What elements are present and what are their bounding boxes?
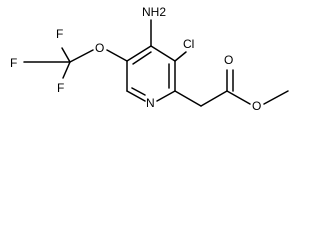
bond-cf3-f3	[62, 61, 71, 79]
atom-label-f2: F	[10, 56, 17, 70]
bond-carbonyl-o-ester	[226, 90, 251, 105]
atom-label-f3: F	[57, 81, 64, 95]
bond-o-methyl	[263, 90, 289, 105]
bond-o-cf3	[69, 49, 94, 63]
bond-c3-cl	[174, 51, 187, 62]
atom-label-f1: F	[56, 27, 63, 41]
bond-c5-c4	[126, 45, 152, 62]
bond-n-c6-inner	[131, 87, 146, 96]
bond-n-c6	[126, 90, 146, 102]
structure-svg: NH2 Cl O F F F N O O	[10, 5, 289, 113]
chemical-structure: NH2 Cl O F F F N O O	[10, 5, 289, 113]
atom-label-nh2: NH2	[142, 5, 166, 19]
bond-c4-c3	[150, 45, 176, 62]
bond-ch2-carbonyl	[200, 90, 228, 107]
atom-label-o-carbonyl: O	[224, 53, 233, 67]
bond-cf3-f1	[61, 47, 71, 63]
atom-label-cl: Cl	[183, 37, 194, 51]
bond-c5-c4-inner	[132, 51, 152, 65]
bond-c2-n	[156, 90, 176, 102]
bond-c2-ch2	[174, 90, 202, 107]
atom-label-o-ether: O	[95, 41, 104, 55]
atom-label-n-ring: N	[146, 96, 155, 110]
atom-label-o-ester: O	[252, 99, 261, 113]
bond-c5-o	[106, 49, 128, 62]
